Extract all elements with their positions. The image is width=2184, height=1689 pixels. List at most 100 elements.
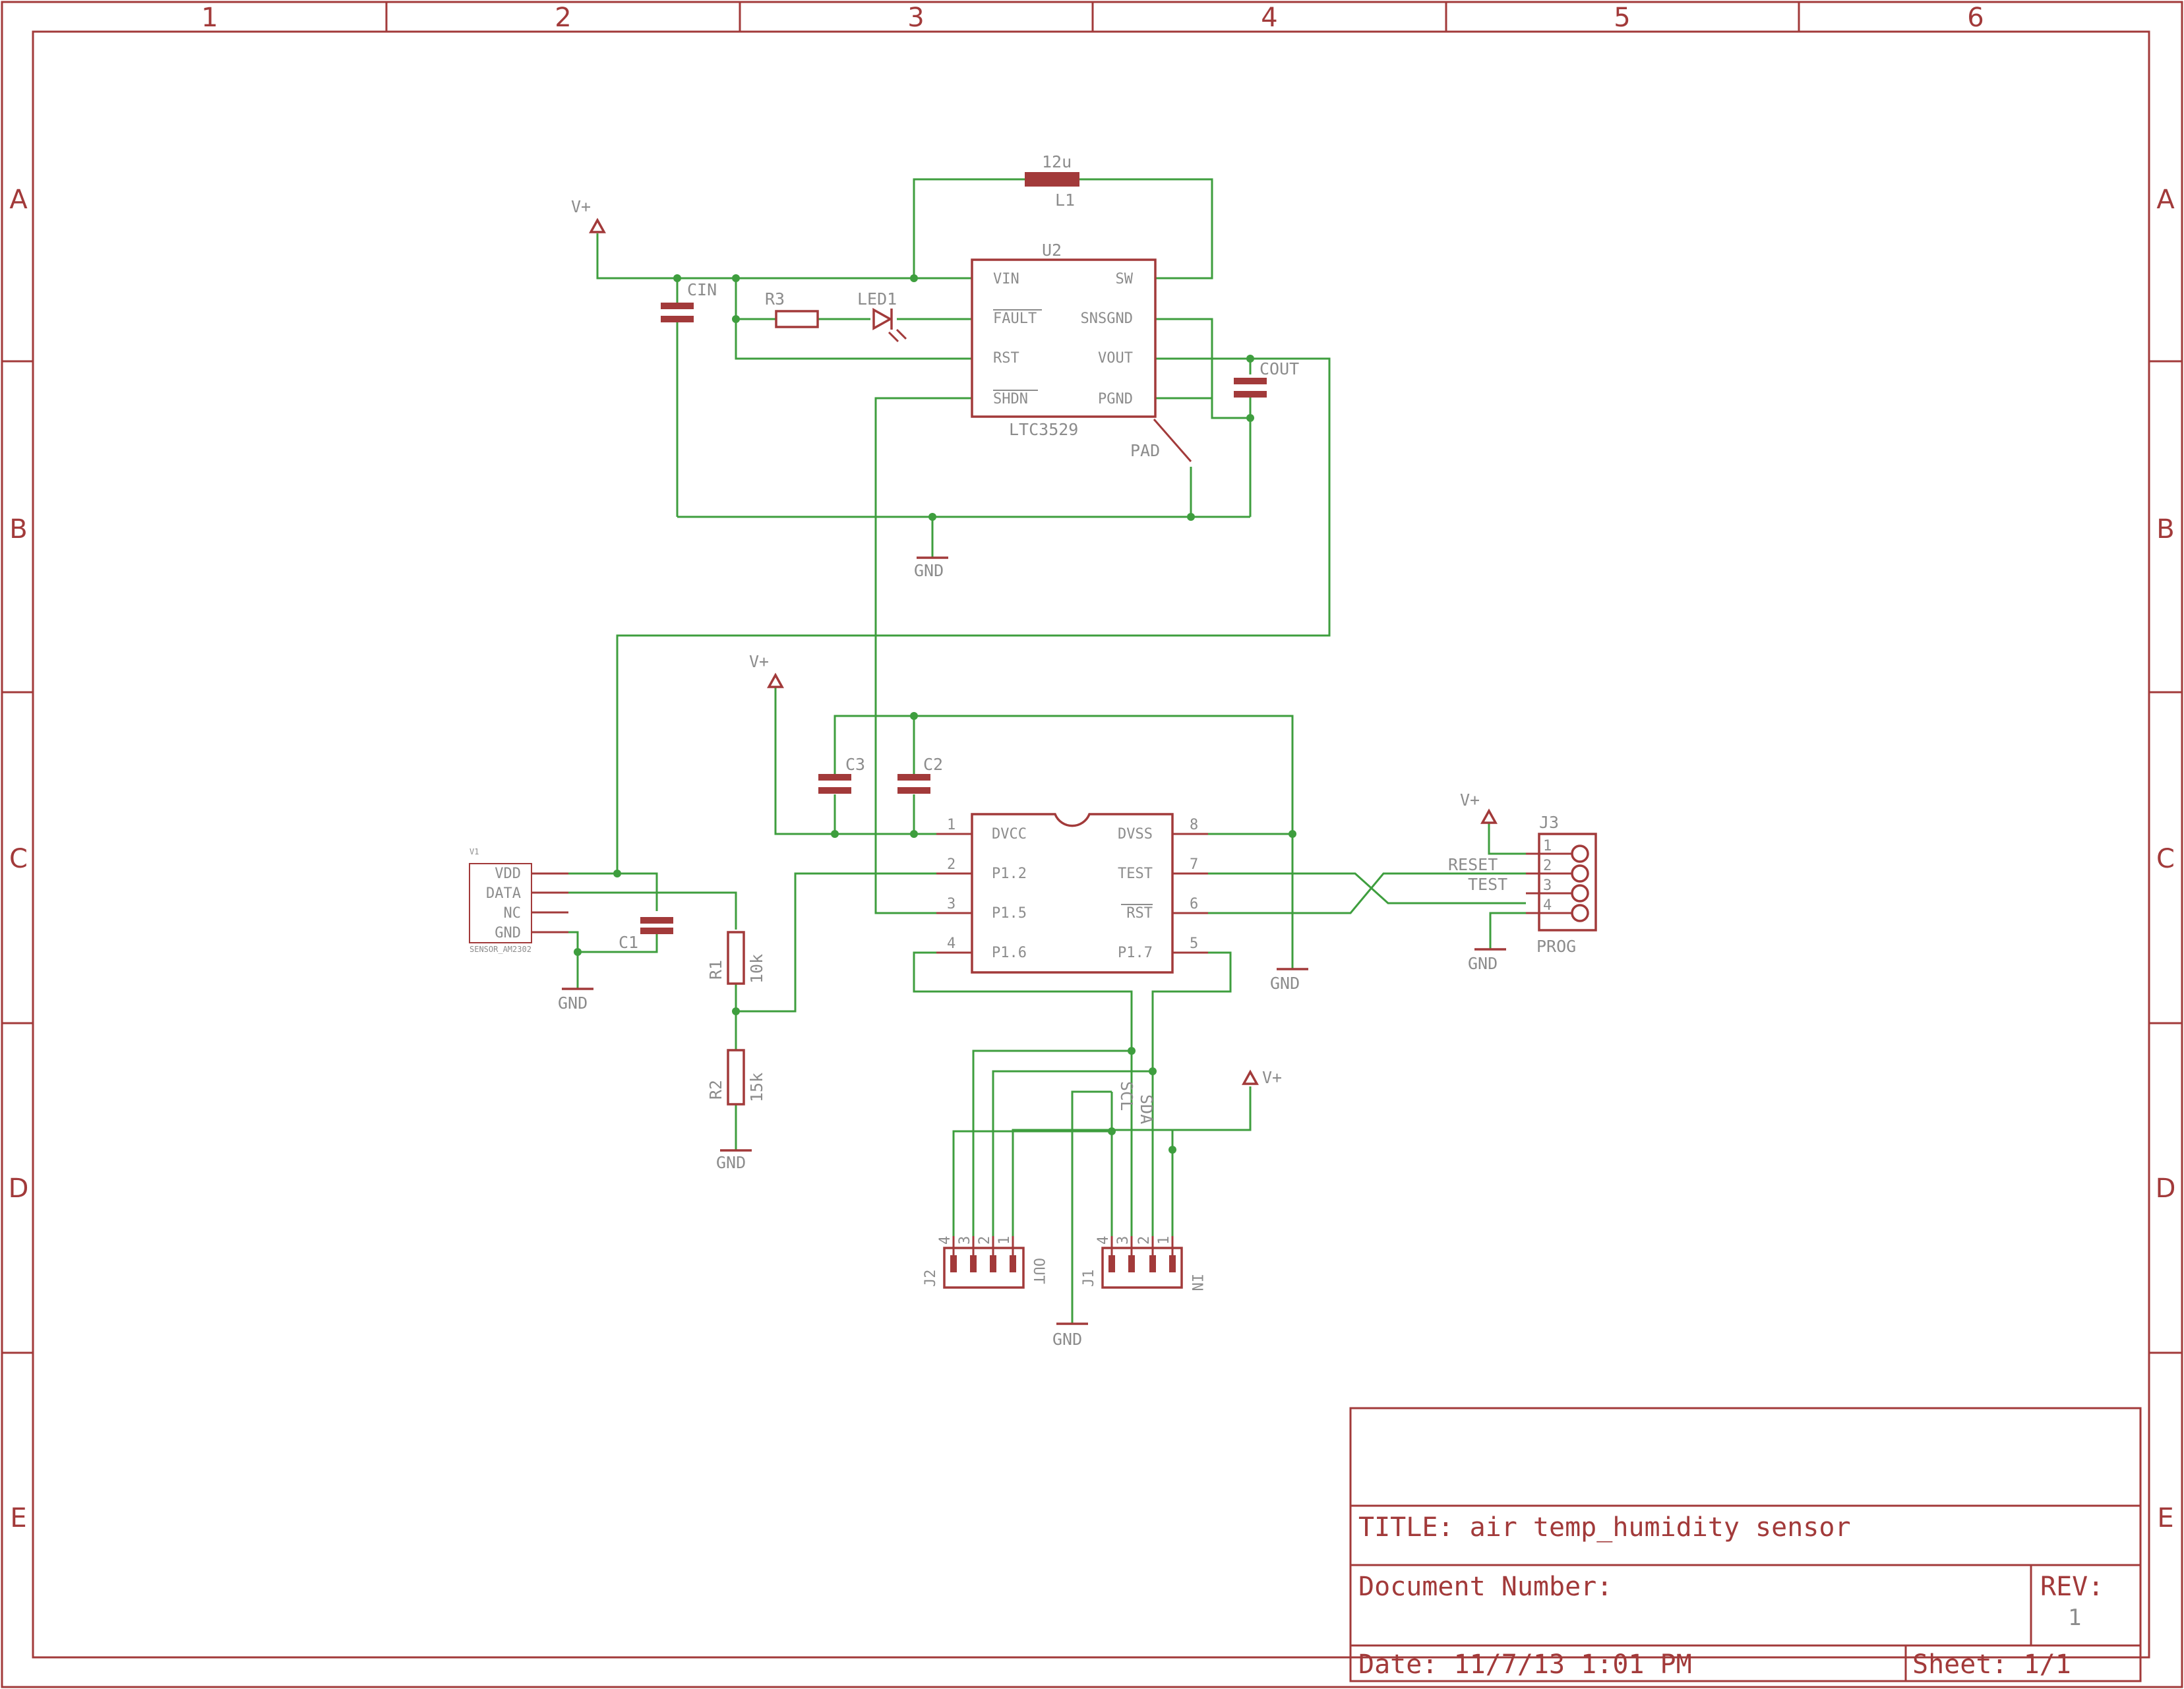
row-label: E: [10, 1503, 26, 1533]
junction-dots: [574, 274, 1296, 1154]
j3-value: PROG: [1536, 937, 1576, 956]
capacitor-cin: CIN: [661, 280, 717, 322]
led-led1: LED1: [857, 289, 907, 343]
r1-value: 10k: [747, 954, 766, 984]
l1-value: 12u: [1042, 152, 1072, 171]
revision-label: REV:: [2040, 1572, 2104, 1602]
j2-value: OUT: [1030, 1258, 1046, 1284]
r2-designator: R2: [706, 1080, 725, 1100]
u1-pin-dvcc: DVCC: [992, 826, 1027, 843]
row-label: C: [9, 844, 28, 874]
row-label: B: [9, 514, 27, 545]
u2-pad-label: PAD: [1130, 441, 1160, 460]
l1-designator: L1: [1055, 191, 1075, 210]
row-label: E: [2157, 1503, 2173, 1533]
j2-pin-number: 4: [937, 1236, 954, 1245]
j2-pin-number: 1: [996, 1236, 1013, 1245]
u1-pin-number: 6: [1190, 896, 1198, 912]
vplus-label: V+: [749, 652, 769, 671]
ground-symbol: GND: [1052, 1322, 1088, 1349]
net-test-label: TEST: [1468, 875, 1507, 894]
resistor-r1: R1 10k: [706, 931, 766, 985]
net-sda-label: SDA: [1137, 1094, 1156, 1124]
capacitor-c1: C1: [619, 917, 673, 952]
j2-pin-number: 2: [977, 1236, 993, 1245]
led1-designator: LED1: [857, 289, 897, 309]
vplus-symbol: V+: [1242, 1068, 1282, 1087]
j1-designator: J1: [1081, 1270, 1097, 1288]
drawing-date: Date: 11/7/13 1:01 PM: [1358, 1649, 1692, 1680]
drawing-title: TITLE: air temp_humidity sensor: [1358, 1512, 1851, 1543]
sensor-v1: V1 SENSOR_AM2302 VDD DATA NC GND: [469, 847, 568, 954]
v1-pin-vdd: VDD: [495, 866, 521, 882]
gnd-label: GND: [716, 1153, 746, 1172]
inductor-l1: 12u L1: [1025, 152, 1079, 210]
column-label: 6: [1967, 3, 1984, 33]
v1-pin-data: DATA: [486, 885, 521, 902]
ground-symbol: GND: [914, 556, 948, 580]
j3-designator: J3: [1539, 813, 1559, 832]
j3-pin-number: 3: [1543, 877, 1552, 894]
revision-value: 1: [2068, 1605, 2081, 1631]
u1-pin-number: 3: [947, 896, 956, 912]
u2-part-number: LTC3529: [1009, 420, 1078, 439]
j1-pin-number: 4: [1095, 1236, 1112, 1245]
capacitor-c2: C2: [897, 755, 943, 794]
u1-pin-p1-2: P1.2: [992, 866, 1027, 882]
column-label: 5: [1614, 3, 1630, 33]
r1-designator: R1: [706, 960, 725, 980]
u1-pin-dvss: DVSS: [1118, 826, 1153, 843]
c2-designator: C2: [923, 755, 943, 774]
u2-pin-vout: VOUT: [1098, 350, 1133, 367]
row-label: A: [2156, 185, 2175, 215]
u2-pin-rst: RST: [993, 350, 1019, 367]
u1-pin-number: 2: [947, 856, 956, 873]
j3-pin-number: 1: [1543, 838, 1552, 854]
vplus-label: V+: [1460, 790, 1480, 810]
row-label: C: [2156, 844, 2175, 874]
regulator-u2: U2 LTC3529 PAD VIN FAULT RST SHDN SW SNS…: [971, 241, 1192, 462]
vplus-symbol: V+: [749, 652, 784, 688]
column-label: 1: [201, 3, 218, 33]
vplus-symbol: V+: [571, 197, 606, 233]
u1-pin-test: TEST: [1118, 866, 1153, 882]
j3-pin-number: 4: [1543, 897, 1552, 914]
u2-designator: U2: [1042, 241, 1062, 260]
ground-symbol: GND: [1270, 968, 1308, 993]
u2-pin-fault: FAULT: [993, 311, 1037, 327]
ground-symbol: GND: [558, 988, 593, 1013]
v1-part-number: SENSOR_AM2302: [470, 945, 531, 954]
vplus-label: V+: [1262, 1068, 1282, 1087]
nets-power-stage: [596, 178, 1331, 914]
title-block: TITLE: air temp_humidity sensor Document…: [1349, 1407, 2142, 1682]
gnd-label: GND: [1052, 1330, 1082, 1349]
u1-pin-p1-6: P1.6: [992, 945, 1027, 961]
column-label: 4: [1261, 3, 1277, 33]
connector-j1: 4 3 2 1 J1 IN: [1081, 1236, 1205, 1291]
net-reset-label: RESET: [1448, 855, 1498, 874]
v1-pin-gnd: GND: [495, 925, 521, 941]
gnd-label: GND: [1270, 974, 1300, 993]
net-scl-label: SCL: [1117, 1081, 1136, 1111]
cin-designator: CIN: [687, 280, 717, 299]
ground-symbol: GND: [716, 1149, 752, 1172]
r2-value: 15k: [747, 1073, 766, 1102]
j1-value: IN: [1188, 1274, 1205, 1291]
u2-pin-pgnd: PGND: [1098, 391, 1133, 407]
c3-designator: C3: [845, 755, 865, 774]
u2-pin-sw: SW: [1116, 271, 1134, 287]
u1-pin-number: 7: [1190, 856, 1198, 873]
mcu-u1: 1 2 3 4 8 7 6 5 DVCC P1.2 P1.5 P1.6 DVSS…: [936, 813, 1208, 974]
u2-pin-snsgnd: SNSGND: [1081, 311, 1133, 327]
column-label: 2: [555, 3, 571, 33]
j3-pin-number: 2: [1543, 858, 1552, 874]
connector-j3: J3 PROG 1 2 3 4 RESET TEST: [1448, 813, 1597, 956]
j1-pin-number: 1: [1156, 1236, 1172, 1245]
j1-pin-number: 2: [1136, 1236, 1153, 1245]
gnd-label: GND: [558, 993, 588, 1013]
c1-designator: C1: [619, 933, 638, 952]
gnd-label: GND: [914, 561, 944, 580]
v1-pin-nc: NC: [504, 905, 522, 922]
row-label: D: [2156, 1173, 2176, 1204]
